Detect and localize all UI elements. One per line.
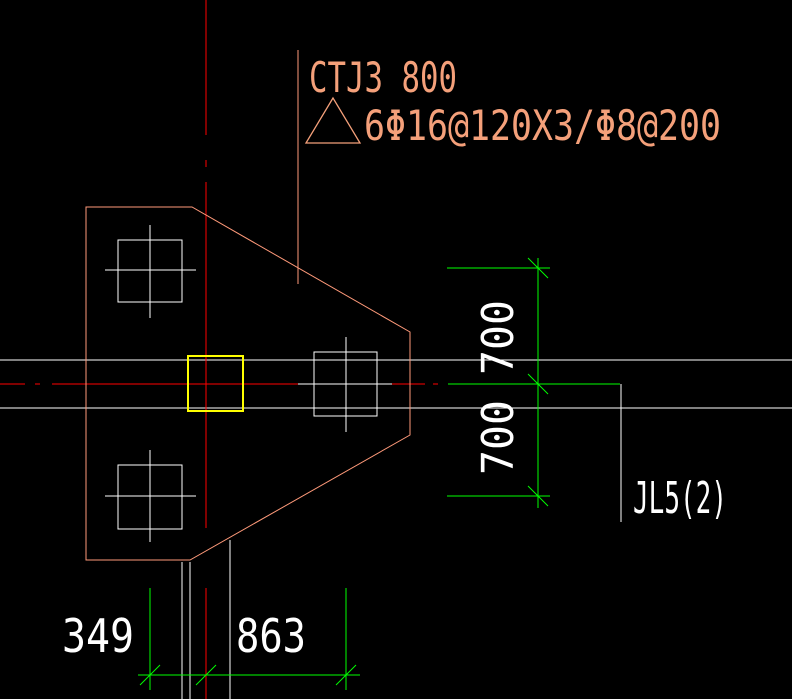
column-square [187,355,244,412]
dimension-right-upper: 700 [473,300,524,375]
right-dimension-lines [447,257,550,508]
pile-bottom-left [105,450,196,542]
pile-cap-outline [85,206,411,561]
dimension-bottom-left: 349 [62,609,134,663]
rebar-spec-text: 6Φ16@120X3/Φ8@200 [364,101,721,150]
dimension-bottom-right: 863 [236,609,306,663]
triangle-marker-icon [304,96,362,144]
cap-label-text: CTJ3 800 [309,53,457,102]
beam-label: JL5(2) [633,473,727,524]
pile-top-left [105,225,196,318]
dimension-right-lower: 700 [473,400,524,475]
bottom-dimension-lines [138,540,360,699]
pile-right [298,337,392,432]
beam-lines [0,359,792,409]
